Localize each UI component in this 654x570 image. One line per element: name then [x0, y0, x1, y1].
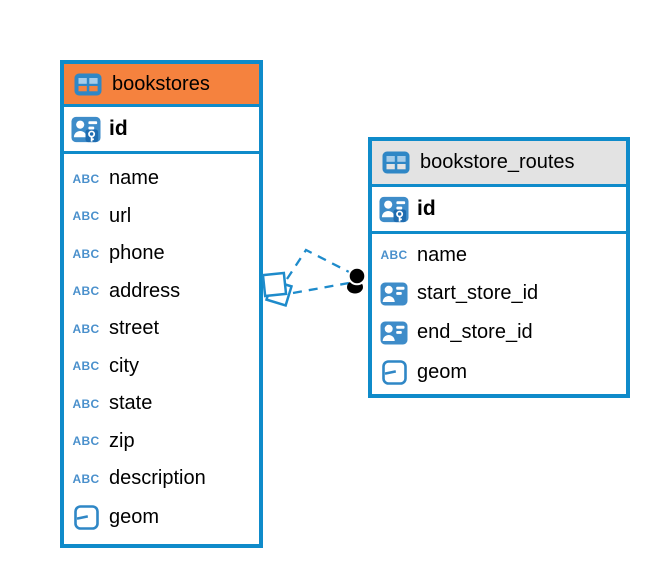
text-type-icon: ABC: [72, 284, 100, 299]
text-type-icon: ABC: [72, 471, 100, 486]
relation-line[interactable]: [292, 281, 350, 295]
column-row[interactable]: id: [64, 107, 259, 154]
column-name: geom: [109, 505, 160, 528]
table-header[interactable]: bookstores: [64, 64, 259, 107]
text-type-icon: ABC: [72, 171, 100, 186]
table-icon: [381, 151, 411, 174]
column-row[interactable]: ABC address: [64, 280, 259, 303]
table-bookstore-routes[interactable]: bookstore_routes id ABC name: [368, 137, 630, 398]
column-row[interactable]: ABC zip: [64, 430, 259, 453]
relation-line[interactable]: [286, 248, 352, 280]
column-row[interactable]: ABC state: [64, 392, 259, 415]
column-name: state: [109, 392, 153, 415]
text-type-icon: ABC: [380, 248, 408, 262]
geometry-type-icon: [379, 359, 409, 385]
column-row[interactable]: ABC name: [64, 167, 259, 190]
column-name: name: [109, 167, 160, 190]
relation-lines[interactable]: [286, 248, 352, 295]
primary-key-icon: [379, 196, 409, 223]
column-name: address: [109, 279, 181, 302]
relation-target-anchor-icon[interactable]: [347, 266, 367, 294]
column-row[interactable]: ABC description: [64, 467, 259, 490]
column-row[interactable]: ABC name: [372, 244, 626, 267]
column-row[interactable]: ABC street: [64, 317, 259, 340]
column-name: description: [109, 467, 206, 490]
column-name: phone: [109, 242, 165, 265]
foreign-key-icon: [379, 282, 409, 306]
column-name: url: [109, 204, 132, 227]
table-bookstores[interactable]: bookstores id ABC name: [60, 60, 263, 548]
column-name: id: [417, 197, 436, 220]
column-row[interactable]: ABC city: [64, 355, 259, 378]
column-list: ABC name start_store_id: [372, 234, 626, 392]
column-name: city: [109, 354, 139, 377]
text-type-icon: ABC: [72, 396, 100, 411]
column-row[interactable]: ABC url: [64, 205, 259, 228]
geometry-type-icon: [71, 504, 101, 530]
column-row[interactable]: ABC phone: [64, 242, 259, 265]
table-icon: [73, 73, 103, 96]
table-title: bookstores: [112, 72, 210, 95]
table-header[interactable]: bookstore_routes: [372, 141, 626, 187]
text-type-icon: ABC: [72, 321, 100, 336]
column-row[interactable]: geom: [64, 504, 259, 530]
foreign-key-icon: [379, 321, 409, 345]
column-name: zip: [109, 429, 135, 452]
text-type-icon: ABC: [72, 209, 100, 224]
column-name: geom: [417, 360, 468, 383]
primary-key-icon: [71, 116, 101, 143]
text-type-icon: ABC: [72, 246, 100, 261]
column-row[interactable]: id: [372, 187, 626, 234]
relation-source-anchor-icon[interactable]: [261, 271, 294, 308]
column-name: id: [109, 117, 128, 140]
table-title: bookstore_routes: [420, 151, 575, 173]
column-name: end_store_id: [417, 321, 533, 343]
column-row[interactable]: geom: [372, 359, 626, 385]
column-list: ABC name ABC url ABC phone ABC address A…: [64, 154, 259, 537]
column-name: name: [417, 243, 468, 266]
text-type-icon: ABC: [72, 359, 100, 374]
text-type-icon: ABC: [72, 434, 100, 449]
column-row[interactable]: end_store_id: [372, 321, 626, 345]
column-row[interactable]: start_store_id: [372, 282, 626, 306]
column-name: start_store_id: [417, 282, 539, 304]
column-name: street: [109, 317, 160, 340]
